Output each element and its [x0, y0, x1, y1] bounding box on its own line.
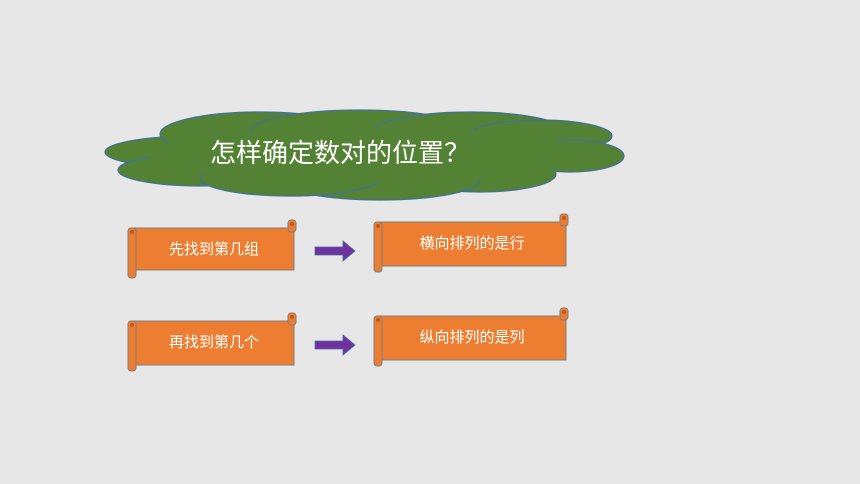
result-2-label: 纵向排列的是列: [419, 328, 525, 346]
scroll-result-1: 横向排列的是行: [372, 212, 570, 274]
scroll-step-1: 先找到第几组: [126, 218, 298, 280]
scroll-result-2: 纵向排列的是列: [372, 306, 570, 368]
step-1-label: 先找到第几组: [168, 240, 259, 258]
scroll-banner-icon: [127, 312, 297, 372]
scroll-banner-icon: [373, 307, 569, 367]
scroll-banner-icon: [127, 219, 297, 279]
scroll-step-2: 再找到第几个: [126, 311, 298, 373]
result-1-label: 横向排列的是行: [419, 234, 525, 252]
scroll-banner-icon: [373, 213, 569, 273]
right-arrow-icon: [314, 334, 356, 356]
cloud-shape: [104, 109, 625, 201]
step-2-label: 再找到第几个: [168, 333, 259, 351]
right-arrow-icon: [314, 240, 356, 262]
page-title: 怎样确定数对的位置？: [209, 139, 470, 169]
